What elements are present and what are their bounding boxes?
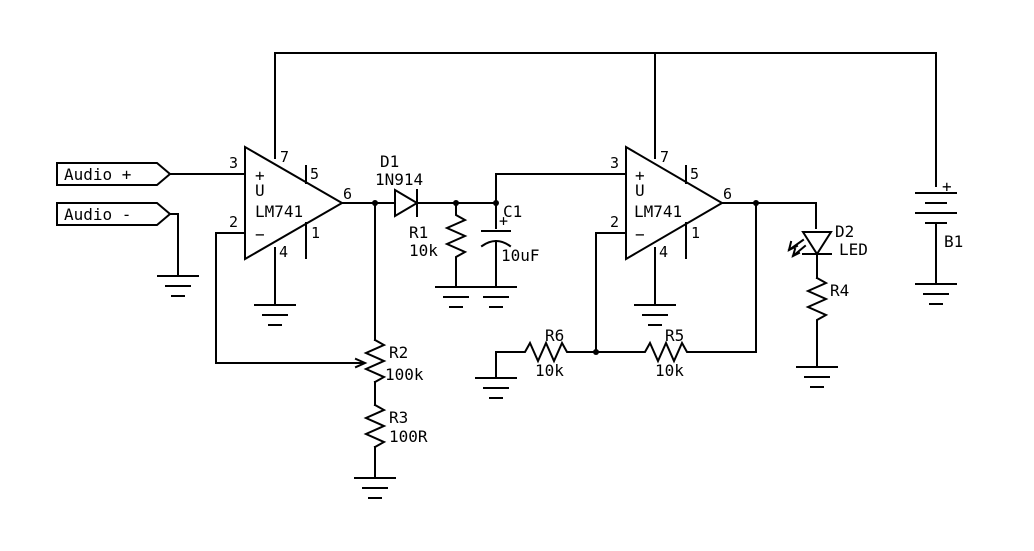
u1-pin6: 6 <box>343 185 352 203</box>
ground-symbol <box>475 377 517 399</box>
u2-pin3: 3 <box>610 154 619 172</box>
capacitor-c1: C1 + 10uF <box>480 173 540 288</box>
u2-minus-sign: − <box>635 225 645 244</box>
resistor-r3: R3 100R <box>363 403 428 449</box>
u1-plus-sign: + <box>255 166 265 185</box>
b1-polarity: + <box>942 177 952 196</box>
ground-symbol <box>796 366 838 388</box>
ground-symbol <box>157 275 199 297</box>
u1-pin7: 7 <box>280 148 289 166</box>
ground-symbol <box>254 304 296 326</box>
u2-pin5: 5 <box>690 165 699 183</box>
r3-ref: R3 <box>389 408 408 427</box>
audio-plus-connector: Audio + <box>56 162 246 186</box>
audio-plus-label: Audio + <box>64 165 131 184</box>
u1-minus-sign: − <box>255 225 265 244</box>
r5-ref: R5 <box>665 326 684 345</box>
u2-plus-sign: + <box>635 166 645 185</box>
opamp-u1: 3 2 7 4 5 1 6 + U LM741 − <box>215 145 352 326</box>
r3-value: 100R <box>389 427 428 446</box>
r6-value: 10k <box>535 361 564 380</box>
audio-minus-label: Audio - <box>64 205 131 224</box>
u1-pin2: 2 <box>229 213 238 231</box>
u1-pin4: 4 <box>279 243 288 261</box>
ground-symbol <box>915 283 957 305</box>
r2-value: 100k <box>385 365 424 384</box>
supply-rail <box>274 52 937 187</box>
c1-ref: C1 <box>503 202 522 221</box>
r4-ref: R4 <box>830 281 849 300</box>
r1-ref: R1 <box>409 223 428 242</box>
b1-ref: B1 <box>944 232 963 251</box>
resistor-r4: R4 <box>805 276 849 368</box>
u2-pin7: 7 <box>660 148 669 166</box>
audio-minus-connector: Audio - <box>56 202 199 297</box>
ground-symbol <box>475 286 517 308</box>
led-d2: D2 LED <box>787 222 868 279</box>
ground-symbol <box>354 477 396 499</box>
r6-ref: R6 <box>545 326 564 345</box>
u2-pin2: 2 <box>610 213 619 231</box>
d1-value: 1N914 <box>375 170 423 189</box>
r1-value: 10k <box>409 241 438 260</box>
resistor-r2: R2 100k <box>215 232 424 384</box>
u1-part-label: LM741 <box>255 202 303 221</box>
c1-value: 10uF <box>501 246 540 265</box>
u2-unit-label: U <box>635 181 645 200</box>
u2-part-label: LM741 <box>634 202 682 221</box>
u1-pin3: 3 <box>229 154 238 172</box>
resistor-r6: R6 10k <box>495 326 597 380</box>
resistor-r1: R1 10k <box>409 202 468 288</box>
u1-unit-label: U <box>255 181 265 200</box>
u1-pin5: 5 <box>310 165 319 183</box>
u1-pin1: 1 <box>311 224 320 242</box>
diode-d1: D1 1N914 <box>375 152 423 218</box>
u2-pin1: 1 <box>691 224 700 242</box>
d2-value: LED <box>839 240 868 259</box>
c1-polarity: + <box>499 212 508 230</box>
u2-pin4: 4 <box>659 243 668 261</box>
d1-ref: D1 <box>380 152 399 171</box>
battery-b1: + B1 <box>915 177 963 285</box>
r2-ref: R2 <box>389 343 408 362</box>
u2-pin6: 6 <box>723 185 732 203</box>
u2-output-wire <box>721 202 817 229</box>
ground-symbol <box>634 304 676 326</box>
r5-value: 10k <box>655 361 684 380</box>
opamp-u2: 3 2 7 4 5 1 6 + U LM741 − <box>595 145 732 326</box>
d2-ref: D2 <box>835 222 854 241</box>
resistor-r5: R5 10k <box>595 326 757 380</box>
ground-symbol <box>435 286 477 308</box>
